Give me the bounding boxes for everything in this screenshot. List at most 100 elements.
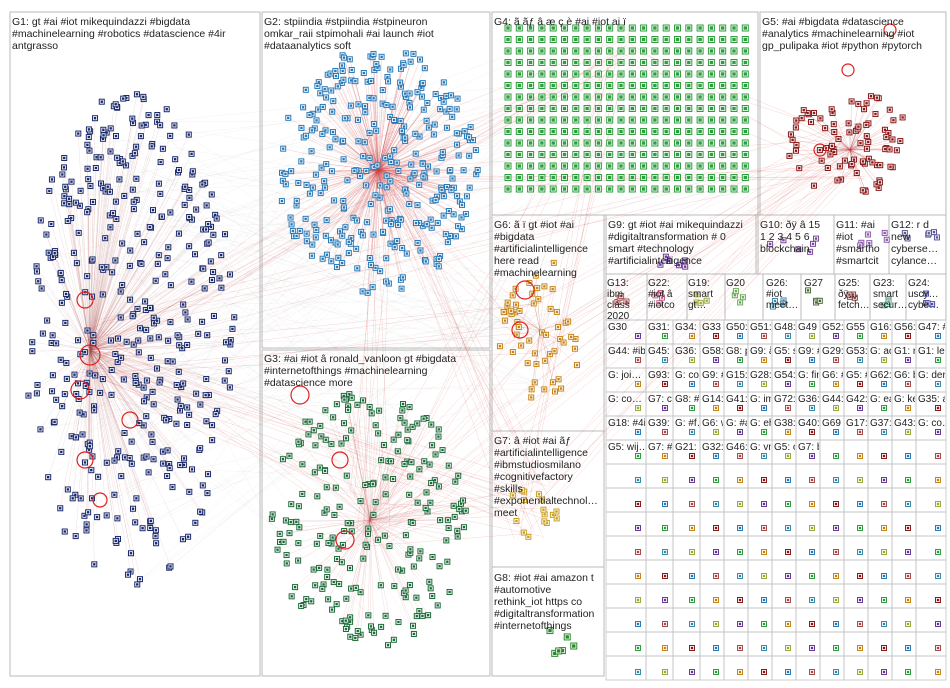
edge (354, 174, 378, 498)
node-core (105, 131, 108, 134)
node-core (743, 106, 747, 111)
node-core (45, 319, 49, 322)
node-core (416, 422, 419, 425)
node-core (848, 293, 851, 296)
node-core (344, 226, 347, 229)
edge (117, 193, 321, 540)
node-core (447, 464, 450, 467)
edge (347, 406, 371, 521)
edge (377, 144, 458, 171)
node-core (653, 152, 657, 157)
frame-small-group (795, 319, 821, 345)
node-core (374, 266, 377, 270)
node-core (867, 140, 870, 144)
node-core (810, 478, 814, 482)
node-core (206, 491, 209, 495)
node-core (197, 332, 200, 336)
node-core (574, 26, 578, 30)
node-core (636, 622, 640, 626)
node-core (363, 104, 367, 108)
edge (372, 67, 609, 530)
edge (89, 243, 208, 351)
node-core (375, 62, 378, 66)
edge (89, 349, 179, 372)
node-core (510, 312, 513, 316)
node-core (109, 150, 112, 153)
node-core (374, 424, 377, 427)
node-core (343, 398, 346, 401)
node-core (653, 175, 657, 180)
node-core (836, 179, 839, 182)
node-core (535, 362, 538, 366)
node-core (330, 608, 334, 611)
node-core (442, 194, 446, 198)
node-core (137, 351, 141, 354)
node-core (393, 584, 396, 588)
edge (377, 53, 414, 171)
node-core (641, 72, 646, 76)
node-core (108, 190, 112, 193)
node-core (714, 574, 718, 578)
node-core (762, 430, 766, 434)
edge (48, 252, 91, 351)
node-core (738, 358, 742, 362)
edge (150, 127, 429, 358)
node-core (596, 129, 601, 134)
edge (37, 188, 678, 386)
node-core (83, 461, 87, 464)
node-core (721, 26, 725, 30)
edge (377, 163, 423, 171)
edge (89, 148, 164, 351)
edge (368, 73, 611, 157)
node-core (155, 120, 159, 123)
node-core (408, 583, 412, 587)
node-core (373, 165, 376, 169)
self-loop (883, 23, 897, 37)
edge (89, 246, 190, 351)
node-core (540, 83, 544, 88)
edge (380, 160, 515, 539)
edge (362, 147, 537, 483)
node-core (100, 100, 103, 103)
edge (795, 149, 851, 151)
node-core (364, 111, 367, 114)
node-core (882, 502, 886, 506)
edge (554, 129, 848, 325)
node-core (405, 192, 408, 195)
node-core (324, 129, 327, 132)
edge (377, 169, 449, 212)
frame-small-group (843, 319, 869, 345)
node-core (403, 139, 407, 143)
frame-small-group (699, 511, 725, 537)
node-core (556, 325, 560, 329)
node-core (400, 129, 404, 133)
edge (539, 329, 545, 390)
node-core (572, 644, 576, 648)
node-core (698, 175, 702, 180)
node-core (675, 49, 680, 53)
node-core (762, 646, 766, 650)
node-core (888, 108, 891, 111)
node-core (834, 406, 838, 410)
node-core (46, 476, 50, 479)
edge (377, 53, 407, 171)
node-core (810, 430, 814, 434)
edge (145, 124, 588, 190)
node-core (63, 156, 66, 160)
node-core (458, 507, 461, 511)
node-core (823, 126, 827, 130)
node-core (289, 169, 293, 173)
self-loop (290, 385, 310, 405)
node-core (540, 141, 544, 145)
node-core (882, 358, 886, 362)
frame-small-group (843, 367, 869, 393)
edge (339, 169, 379, 232)
node-core (411, 425, 414, 429)
edge (351, 397, 371, 521)
edge (539, 311, 557, 331)
node-core (335, 403, 339, 406)
frame-g5 (759, 11, 947, 216)
node-core (456, 97, 459, 100)
node-core (323, 186, 327, 189)
edge (89, 161, 124, 351)
